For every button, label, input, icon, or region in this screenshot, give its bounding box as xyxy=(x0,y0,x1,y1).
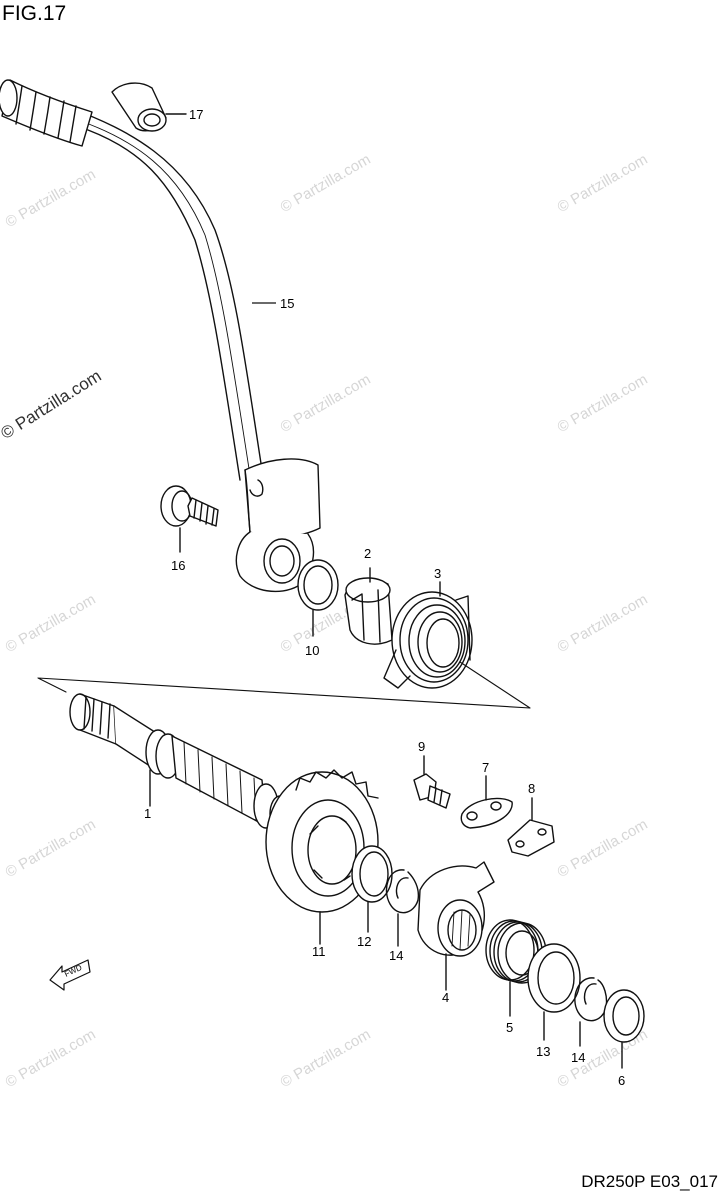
callout-11: 11 xyxy=(312,944,326,959)
callout-4: 4 xyxy=(442,990,449,1005)
washer-part-6[interactable] xyxy=(603,989,645,1069)
callout-14b: 14 xyxy=(571,1050,585,1065)
callout-14a: 14 xyxy=(389,948,403,963)
washer-part-13[interactable] xyxy=(527,943,581,1041)
figure-title: FIG.17 xyxy=(2,2,67,25)
callout-10: 10 xyxy=(305,643,319,658)
callout-16: 16 xyxy=(171,558,185,573)
kick-shaft-part-1[interactable] xyxy=(69,693,291,833)
callout-labels: 1 2 3 4 5 6 7 8 9 10 11 12 13 14 14 15 1… xyxy=(144,107,625,1088)
circlip-part-14a[interactable] xyxy=(385,869,420,947)
callout-6: 6 xyxy=(618,1073,625,1088)
callout-12: 12 xyxy=(357,934,371,949)
callout-9: 9 xyxy=(418,739,425,754)
stopper-part-8[interactable] xyxy=(507,797,555,857)
callout-3: 3 xyxy=(434,566,441,581)
cap-part-17[interactable] xyxy=(111,82,187,132)
bolt-part-16[interactable] xyxy=(160,485,219,553)
circlip-part-14b[interactable] xyxy=(574,977,608,1047)
callout-1: 1 xyxy=(144,806,151,821)
kick-lever-part-15[interactable] xyxy=(0,79,321,593)
callout-2: 2 xyxy=(364,546,371,561)
callout-5: 5 xyxy=(506,1020,513,1035)
fwd-arrow-icon xyxy=(49,959,91,991)
gear-part-11[interactable] xyxy=(265,769,379,945)
callout-8: 8 xyxy=(528,781,535,796)
plate-part-7[interactable] xyxy=(460,775,513,829)
callout-13: 13 xyxy=(536,1044,550,1059)
callout-15: 15 xyxy=(280,296,294,311)
guide-part-2[interactable] xyxy=(344,567,393,645)
figure-code: DR250P E03_017 xyxy=(581,1172,718,1191)
drive-hub-part-4[interactable] xyxy=(417,861,495,991)
callout-7: 7 xyxy=(482,760,489,775)
washer-part-10[interactable] xyxy=(297,559,339,637)
spring-part-3[interactable] xyxy=(383,581,473,689)
bolt-part-9[interactable] xyxy=(413,755,451,809)
callout-17: 17 xyxy=(189,107,203,122)
